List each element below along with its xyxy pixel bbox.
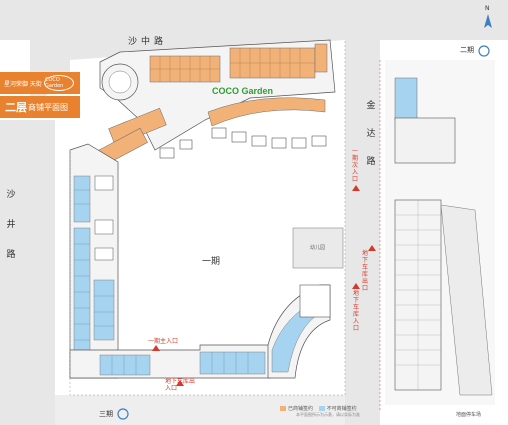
phase1-label: 一期 — [202, 257, 221, 267]
entrance-marker — [368, 245, 376, 251]
shop-block — [314, 43, 328, 73]
kiosk — [179, 139, 193, 150]
phase2-icon — [478, 45, 490, 57]
parking-label: 地面停车场 — [456, 412, 482, 418]
road-jinda — [345, 40, 380, 425]
entrance-marker — [352, 185, 360, 191]
kiosk — [159, 147, 175, 159]
kiosk — [231, 131, 247, 143]
road-label-shajing: 沙井路 — [6, 190, 16, 260]
kiosk — [291, 137, 307, 149]
legend-note: 本平面图所示为示意，请以实际为准 — [296, 412, 360, 417]
garden-arc-shops — [207, 97, 326, 127]
core-room — [94, 219, 114, 235]
floor-title: 二层商铺平面图 — [0, 96, 80, 118]
road-label-jinda: 金达路 — [366, 101, 376, 167]
legend-swatch-1 — [280, 406, 286, 411]
entrance-marker — [352, 283, 360, 289]
entrance-label-phase1-main: 一期主入口 — [148, 338, 179, 345]
kindergarten-block — [292, 227, 344, 269]
entrance-label-phase1-side: 一期次入口 — [352, 148, 359, 183]
phase2-label: 二期 — [460, 46, 474, 54]
corner-block — [299, 284, 331, 318]
shop-west-blue — [73, 227, 91, 359]
kiosk — [311, 135, 327, 147]
kindergarten-label: 幼儿园 — [310, 245, 326, 251]
floor-title-sub: 商铺平面图 — [28, 102, 68, 112]
entrance-label-garage-exit: 地下车库出口 — [362, 250, 369, 292]
shop-south-blue — [199, 351, 266, 375]
brand-name: 星河荣御 天街 — [4, 80, 42, 88]
phase3-icon — [117, 408, 129, 420]
phase2-north-core — [394, 117, 456, 164]
garden-label: COCO Garden — [212, 86, 274, 96]
entrance-label-garage: 地下车库出入口 — [165, 378, 196, 392]
kiosk — [271, 137, 287, 149]
floor-title-main: 二层 — [5, 101, 27, 114]
legend-swatch-2 — [318, 406, 325, 411]
brand-logo: COCO Garden — [44, 75, 74, 91]
entrance-label-garage-entrance: 地下车库入口 — [353, 290, 360, 332]
road-bottom — [55, 395, 345, 425]
brand-logo-text: COCO Garden — [45, 77, 64, 89]
compass-label: N — [485, 5, 490, 12]
rotunda-inner — [108, 70, 132, 94]
shop-west-blue — [93, 279, 115, 341]
shop-south-blue — [99, 354, 151, 376]
core-room — [94, 175, 114, 191]
compass — [484, 14, 492, 28]
phase2-ramp — [440, 204, 493, 396]
road-shajing — [0, 120, 55, 425]
entrance-marker — [152, 345, 160, 351]
road-shazhong — [0, 0, 508, 40]
legend-item-1: 已商铺签约 — [288, 406, 314, 412]
kiosk — [211, 127, 227, 139]
legend-item-2: 不可商铺签约 — [326, 406, 357, 412]
shop-west-blue — [73, 175, 91, 223]
phase2-north-tower — [394, 77, 418, 121]
outline-dashed — [69, 40, 346, 396]
entrance-marker — [176, 380, 184, 386]
kiosk — [251, 135, 267, 147]
phase3-label: 三期 — [99, 410, 113, 418]
legend: 已商铺签约 不可商铺签约 本平面图所示为示意，请以实际为准 — [276, 405, 360, 418]
road-label-shazhong: 沙中路 — [128, 37, 168, 47]
core-room — [94, 247, 114, 261]
